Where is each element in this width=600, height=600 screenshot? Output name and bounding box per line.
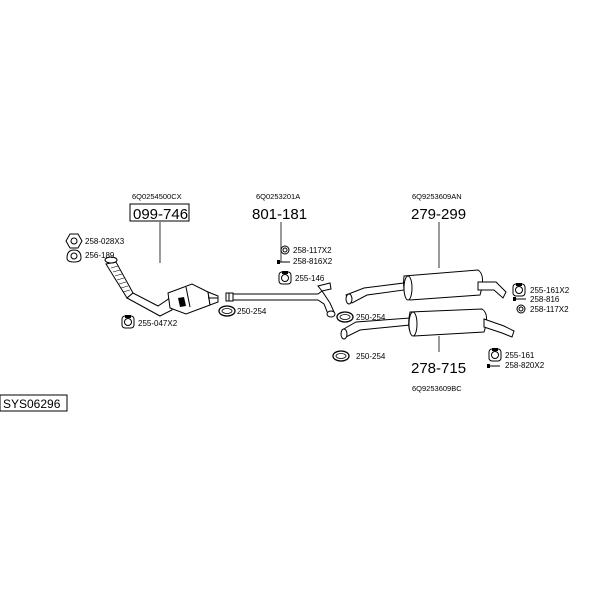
bolt-icon	[277, 260, 290, 264]
system-code-box	[0, 394, 68, 412]
front-pipe-catalyst	[104, 256, 219, 317]
small-part-label[interactable]: 250-254	[356, 313, 386, 322]
part-number-rear-upper[interactable]: 279-299	[411, 206, 466, 223]
pipe-clamp-icon	[336, 311, 354, 323]
intermediate-pipe	[225, 282, 336, 318]
part-number-rear-lower[interactable]: 278-715	[411, 360, 466, 377]
rubber-mount-icon	[488, 348, 502, 362]
rubber-mount-icon	[512, 283, 526, 297]
rubber-mount-icon	[278, 271, 292, 285]
small-part-label[interactable]: 258-820X2	[505, 361, 545, 370]
part-number-front-pipe[interactable]: 099-746	[133, 206, 188, 223]
small-part-label[interactable]: 250-254	[237, 307, 267, 316]
leader-lines	[159, 222, 440, 352]
bolt-icon	[513, 297, 526, 301]
rear-silencer-upper	[345, 269, 507, 305]
small-part-label[interactable]: 258-117X2	[293, 246, 332, 255]
hex-nut-icon	[65, 233, 83, 249]
small-part-label[interactable]: 258-117X2	[530, 305, 569, 314]
pipe-clamp-icon	[218, 305, 236, 317]
rear-silencer-lower	[340, 308, 515, 340]
part-number-box	[129, 203, 190, 222]
small-part-label[interactable]: 255-161	[505, 351, 535, 360]
part-number-intermediate[interactable]: 801-181	[252, 206, 307, 223]
small-part-label[interactable]: 256-189	[85, 251, 115, 260]
small-part-label[interactable]: 258-816X2	[293, 257, 333, 266]
triangle-gasket-icon	[66, 249, 82, 263]
ref-label-rear-lower: 6Q9253609BC	[412, 384, 462, 393]
small-part-label[interactable]: 258-028X3	[85, 237, 125, 246]
small-part-label[interactable]: 250-254	[356, 352, 386, 361]
small-part-label[interactable]: 258-816	[530, 295, 560, 304]
bolt-icon	[487, 364, 500, 368]
ref-label-rear-upper: 6Q9253609AN	[412, 192, 462, 201]
system-code: SYS06296	[3, 397, 61, 411]
ring-icon	[280, 245, 290, 255]
ref-label-front-pipe: 6Q0254500CX	[132, 192, 182, 201]
small-part-label[interactable]: 255-161X2	[530, 286, 570, 295]
pipe-clamp-icon	[332, 350, 350, 362]
ring-icon	[516, 304, 526, 314]
rubber-mount-icon	[121, 315, 135, 329]
small-part-label[interactable]: 255-146	[295, 274, 325, 283]
ref-label-intermediate: 6Q0253201A	[256, 192, 300, 201]
small-part-label[interactable]: 255-047X2	[138, 319, 178, 328]
